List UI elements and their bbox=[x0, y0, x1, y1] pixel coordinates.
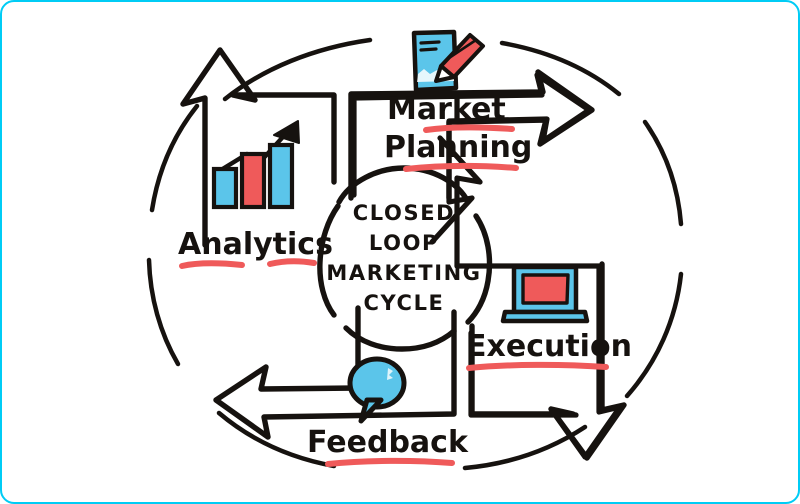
underline-execution bbox=[466, 361, 609, 371]
stage-analytics[interactable]: Analytics bbox=[178, 120, 333, 269]
stage-label-analytics: Analytics bbox=[178, 227, 333, 262]
stage-feedback[interactable]: Feedback bbox=[307, 356, 469, 467]
stage-execution[interactable]: Execution bbox=[466, 264, 632, 371]
outer-ring-arcs bbox=[146, 37, 684, 471]
center-line-1: CLOSED bbox=[353, 201, 455, 225]
underline-analytics-1 bbox=[179, 260, 245, 269]
arrow-execution-outline bbox=[469, 261, 627, 461]
underline-feedback bbox=[325, 457, 455, 467]
stage-market-planning[interactable]: Market Planning bbox=[384, 29, 532, 172]
stage-label-feedback: Feedback bbox=[307, 425, 469, 460]
underline-market bbox=[423, 124, 515, 133]
clipboard-pencil-icon bbox=[411, 29, 485, 93]
stage-label-market: Market bbox=[387, 92, 506, 127]
speech-bubble-icon bbox=[347, 356, 407, 424]
arrow-feedback-outline bbox=[213, 305, 457, 440]
arrow-analytics-outline bbox=[180, 47, 337, 248]
underline-analytics-2 bbox=[267, 258, 317, 267]
arrow-market-planning-outline bbox=[348, 69, 595, 201]
cycle-arrow-group bbox=[180, 47, 627, 461]
center-line-3: MARKETING bbox=[326, 261, 481, 285]
underline-planning bbox=[403, 162, 519, 172]
center-label: CLOSED LOOP MARKETING CYCLE bbox=[326, 201, 481, 315]
stage-label-planning: Planning bbox=[384, 130, 532, 165]
laptop-icon bbox=[500, 264, 590, 324]
center-line-2: LOOP bbox=[369, 231, 439, 255]
inner-circle-arcs bbox=[317, 165, 493, 352]
stage-label-execution: Execution bbox=[466, 329, 632, 364]
bar-chart-growth-icon bbox=[211, 120, 300, 210]
center-line-4: CYCLE bbox=[363, 291, 444, 315]
